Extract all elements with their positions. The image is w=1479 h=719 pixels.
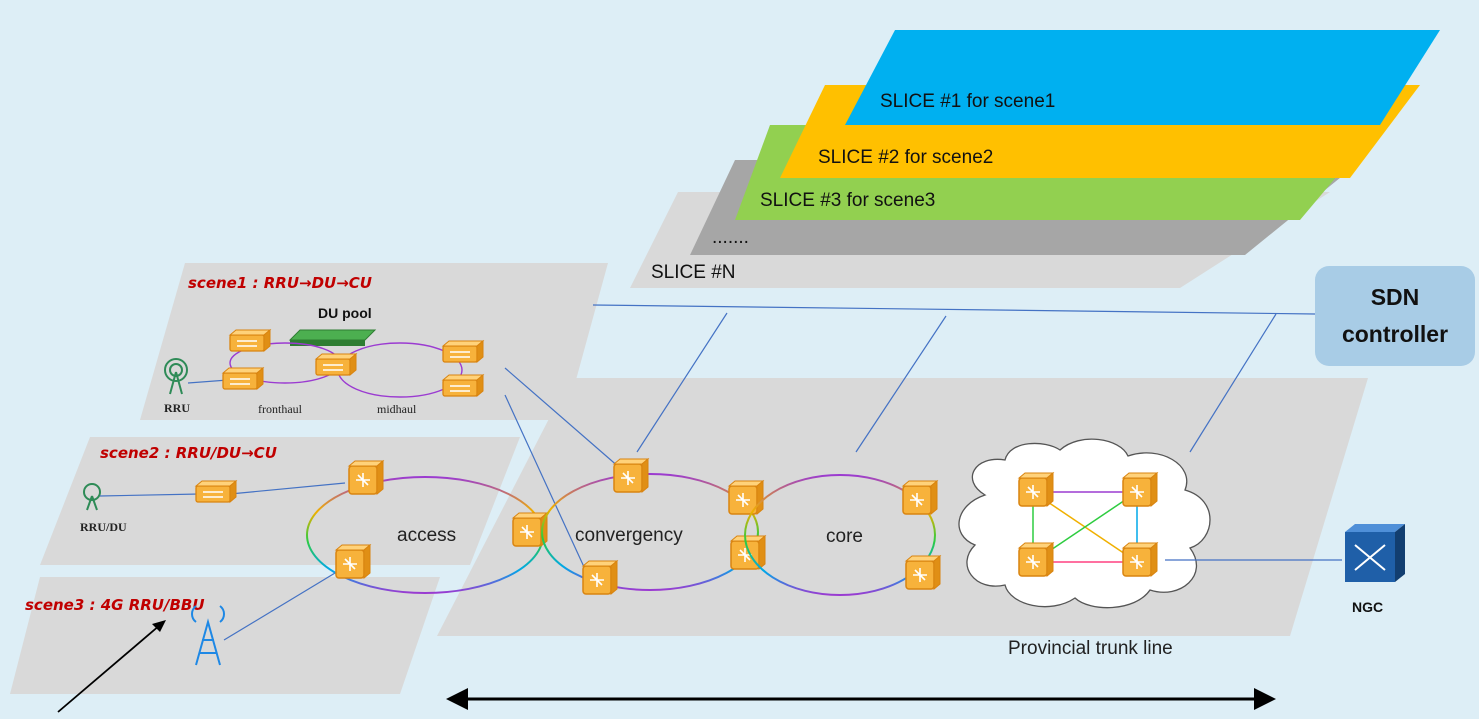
- slice-dots-label: .......: [712, 227, 749, 248]
- trunk-router-tr: [1122, 472, 1158, 507]
- core-router-bottom: [905, 555, 941, 590]
- conv-router-right-bottom: [730, 535, 766, 570]
- fronthaul-label: fronthaul: [258, 402, 303, 416]
- access-router-top: [348, 460, 384, 495]
- ngc-label: NGC: [1352, 599, 1383, 615]
- sdn-line2: controller: [1342, 321, 1448, 347]
- ngc-icon: [1345, 524, 1405, 582]
- conv-router-top: [613, 458, 649, 493]
- slice-1-label: SLICE #1 for scene1: [880, 91, 1055, 112]
- rru-du-antenna-icon: [83, 483, 101, 511]
- scene1-switch-d: [442, 340, 484, 363]
- bbu-tower-icon: [191, 605, 225, 666]
- trunk-label: Provincial trunk line: [1008, 638, 1173, 659]
- slice-2-label: SLICE #2 for scene2: [818, 147, 993, 168]
- access-router-bottom: [335, 544, 371, 579]
- annotation-arrowhead: [152, 620, 166, 632]
- rru-du-label: RRU/DU: [80, 520, 127, 534]
- conv-router-right-top: [728, 480, 764, 515]
- scene2-title: scene2 : RRU/DU→CU: [100, 444, 277, 462]
- annotation-arrow: [57, 624, 161, 713]
- scene2-plane: [40, 437, 520, 565]
- scene1-title: scene1 : RRU→DU→CU: [188, 274, 372, 292]
- access-label: access: [397, 525, 456, 546]
- core-label: core: [826, 526, 863, 547]
- scene3-plane: [10, 577, 440, 694]
- sdn-line1: SDN: [1371, 284, 1420, 310]
- trunk-cloud: [958, 438, 1211, 609]
- du-pool-label: DU pool: [318, 305, 372, 321]
- rru-label: RRU: [164, 401, 190, 415]
- core-ring: [744, 474, 936, 596]
- slice-1-plane: [845, 30, 1440, 125]
- scene1-switch-e: [442, 374, 484, 397]
- scene3-title: scene3 : 4G RRU/BBU: [25, 596, 205, 614]
- conv-router-bottom: [582, 560, 618, 595]
- scene2-link-b: [229, 482, 346, 495]
- sdn-control-links: [592, 304, 1316, 453]
- convergency-ring: [541, 473, 759, 591]
- rru-antenna-icon: [164, 358, 188, 395]
- midhaul-label: midhaul: [377, 402, 417, 416]
- scene3-link: [223, 569, 341, 641]
- sdn-controller-box: [1315, 266, 1475, 366]
- trunk-router-bl: [1018, 542, 1054, 577]
- rru-link: [187, 379, 229, 384]
- du-pool-icon: [288, 329, 377, 346]
- core-router-top: [902, 480, 938, 515]
- slice-n-label: SLICE #N: [651, 262, 735, 283]
- convergency-label: convergency: [575, 525, 683, 546]
- slice-3-label: SLICE #3 for scene3: [760, 190, 935, 211]
- scene1-switch-c: [315, 353, 357, 376]
- scene2-link-a: [99, 493, 201, 497]
- trunk-router-br: [1122, 542, 1158, 577]
- backhaul-links: [504, 367, 621, 581]
- scene2-switch: [195, 480, 237, 503]
- scene1-switch-a: [229, 329, 271, 352]
- scene1-switch-b: [222, 367, 264, 390]
- transport-span-arrow: [446, 688, 1276, 710]
- trunk-router-tl: [1018, 472, 1054, 507]
